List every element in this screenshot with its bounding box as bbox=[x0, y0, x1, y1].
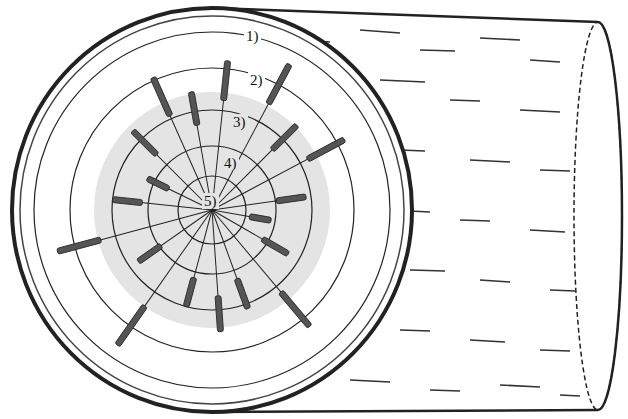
zone-number: 5) bbox=[202, 193, 219, 209]
zone-circles bbox=[34, 32, 390, 388]
zone-number: 3) bbox=[231, 114, 248, 130]
log-face bbox=[20, 16, 404, 404]
zone-number: 1) bbox=[244, 28, 261, 44]
sample-cores bbox=[57, 61, 346, 347]
bark-ring bbox=[12, 8, 412, 412]
zone-number: 4) bbox=[222, 155, 239, 171]
log-end bbox=[574, 22, 622, 410]
zone-number: 2) bbox=[248, 72, 265, 88]
